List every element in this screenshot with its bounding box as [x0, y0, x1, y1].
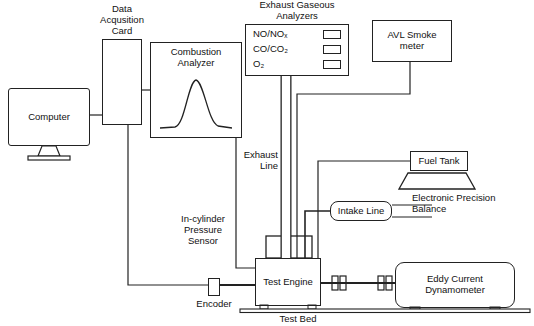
- readout-window: [323, 30, 341, 39]
- daq-tower: [102, 39, 142, 125]
- pipe-bore: [282, 76, 290, 258]
- monitor-stand: [38, 146, 60, 156]
- connector-path: [305, 211, 330, 258]
- encoder-box: Encoder: [192, 276, 236, 310]
- computer-monitor: Computer: [8, 88, 90, 146]
- connector-path: [128, 125, 208, 285]
- node-text: Eddy Current Dynamometer: [399, 274, 511, 296]
- analyzer-panel: NO/NOₓCO/CO₂ O₂: [245, 24, 349, 76]
- analyzer-row: CO/CO₂: [249, 42, 345, 57]
- connector-line: [305, 211, 330, 258]
- connector-path: [285, 76, 286, 258]
- balance-outline: [398, 172, 476, 190]
- pipe-label: Exhaust Line: [240, 150, 278, 172]
- readout-window: [323, 60, 341, 69]
- exhaust-pipe: [286, 76, 287, 258]
- dynamometer-box: Eddy Current Dynamometer: [395, 262, 515, 308]
- engine-block: Test Engine: [255, 258, 321, 306]
- pressure-trace: [160, 80, 232, 128]
- node-heading: Exhaust Gaseous Analyzers: [245, 0, 349, 22]
- smoke-meter-box: AVL Smoke meter: [372, 20, 452, 62]
- encoder-shaft: [220, 284, 255, 286]
- bed-label: Test Bed: [268, 314, 328, 325]
- balance-outline: [399, 173, 475, 189]
- node-heading: Data Acqusition Card: [94, 4, 150, 37]
- analyzer-row: NO/NOₓ: [249, 27, 345, 42]
- connector-path: [90, 114, 102, 115]
- smoke-meter-box: AVL Smoke meter: [372, 20, 452, 62]
- daq-tower: Data Acqusition Card: [94, 4, 150, 127]
- combustion-analyzer-box: Combustion Analyzer: [150, 42, 242, 138]
- fuel-tank-box: Fuel Tank: [410, 151, 468, 171]
- intake-pipe-box: Intake Line: [330, 201, 392, 221]
- node-text: Test Engine: [263, 277, 313, 288]
- readout-window: [323, 45, 341, 54]
- node-text: AVL Smoke meter: [376, 30, 448, 52]
- computer-monitor: Computer: [8, 88, 90, 146]
- sensor-label: In-cylinder Pressure Sensor: [174, 214, 232, 247]
- analyzer-row: O₂: [249, 57, 345, 72]
- connector-path: [142, 89, 150, 90]
- node-text: Fuel Tank: [418, 156, 459, 167]
- intake-pipe: [392, 216, 432, 217]
- gas-label: NO/NOₓ: [253, 29, 287, 40]
- node-caption: Electronic Precision Balance: [398, 193, 526, 215]
- pipe-wall: [281, 76, 292, 258]
- connector-line: [128, 125, 208, 285]
- intake-pipe-box: Intake Line: [330, 201, 392, 221]
- gas-label: CO/CO₂: [253, 44, 288, 55]
- test-bed: [240, 309, 530, 313]
- fuel-tank-box: Fuel Tank: [410, 151, 468, 171]
- connector-path: [297, 62, 410, 258]
- node-text: Combustion Analyzer: [154, 47, 238, 69]
- node-text: Computer: [28, 112, 70, 123]
- dynamometer-box: Eddy Current Dynamometer: [395, 262, 515, 308]
- engine-block: Test Engine: [255, 258, 321, 306]
- connector-path: [321, 282, 395, 284]
- connector-line: [90, 115, 102, 116]
- connector-line: [321, 283, 395, 284]
- precision-balance: Electronic Precision Balance: [398, 172, 526, 215]
- combustion-analyzer-box: Combustion Analyzer: [150, 42, 242, 138]
- analyzer-panel: Exhaust Gaseous AnalyzersNO/NOₓCO/CO₂ O₂: [245, 0, 349, 76]
- connector-line: [318, 161, 410, 258]
- connector-path: [318, 161, 410, 258]
- connector-line: [142, 90, 150, 91]
- node-caption: Encoder: [192, 299, 236, 310]
- encoder-box: [208, 278, 220, 296]
- gas-label: O₂: [253, 59, 264, 70]
- precision-balance: [398, 172, 476, 190]
- monitor-base: [28, 156, 70, 160]
- connector-line: [297, 62, 410, 258]
- node-text: Intake Line: [338, 206, 384, 217]
